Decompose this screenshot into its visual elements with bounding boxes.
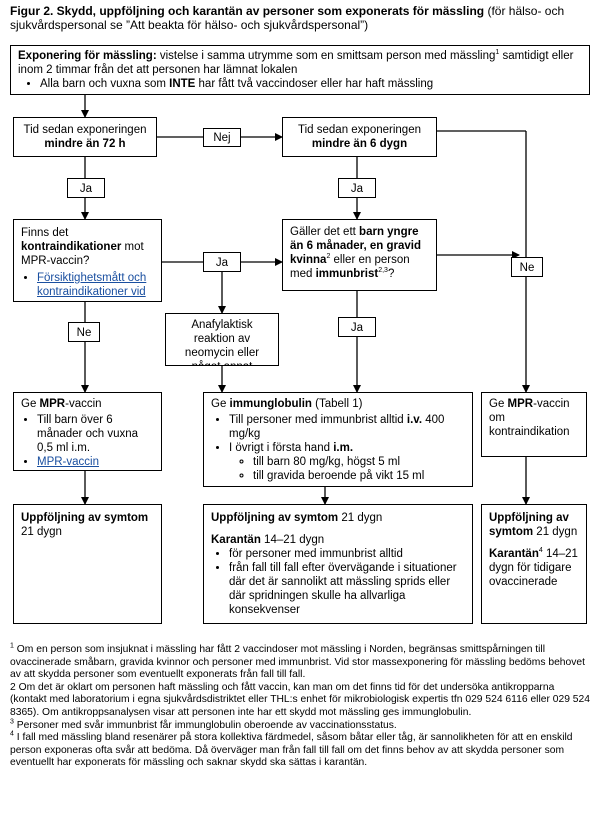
quarantine-right-text: 14–21 dygn för tidigare ovaccinerade [489, 548, 578, 588]
followup-left-title: Uppföljning av symtom [21, 512, 149, 524]
mpr-bullet-dose: Till barn över 6 månader och vuxna 0,5 m… [37, 413, 154, 455]
quarantine-right-ref: 4 [538, 547, 543, 555]
immuno-bullet-im: I övrigt i första hand i.m. till barn 80… [229, 441, 465, 483]
immuno-post: (Tabell 1) [311, 398, 363, 410]
no-label-right: Ne [511, 257, 543, 277]
immuno-list: Till personer med immunbrist alltid i.v.… [211, 413, 465, 483]
footnote-1: 1 Om en person som insjuknat i mässling … [10, 642, 586, 681]
followup-mid-title: Uppföljning av symtom [211, 512, 339, 524]
immuno-bullet-iv: Till personer med immunbrist alltid i.v.… [229, 413, 465, 441]
immuno-sublist: till barn 80 mg/kg, högst 5 ml till grav… [229, 455, 465, 483]
followup-mid-box: Uppföljning av symtom 21 dygn Karantän 1… [203, 504, 473, 624]
figure-title-bold: Figur 2. Skydd, uppföljning och karantän… [10, 4, 485, 18]
followup-right-box: Uppföljning av symtom 21 dygn Karantän4 … [481, 504, 587, 624]
quarantine-mid-bullet-1: för personer med immunbrist alltid [229, 547, 465, 561]
immunoglobulin-box: Ge immunglobulin (Tabell 1) Till persone… [203, 392, 473, 487]
followup-right-duration: 21 dygn [533, 526, 578, 538]
contra-line2: mot MPR-vaccin? [21, 241, 144, 267]
mpr-bold: MPR [39, 398, 66, 410]
figure-title-note: (för hälso- och sjukvårdspersonal se ”At… [10, 4, 565, 32]
yes-label-contra: Ja [203, 252, 241, 272]
yes-label-6d: Ja [338, 178, 376, 198]
mpr-list: Till barn över 6 månader och vuxna 0,5 m… [21, 413, 154, 469]
figure-title: Figur 2. Skydd, uppföljning och karantän… [10, 4, 595, 32]
followup-left-duration: 21 dygn [21, 526, 62, 538]
mpr-right-post: -vaccin om kontraindikation [489, 398, 570, 438]
contraindication-box: Finns det kontraindikationer mot MPR-vac… [13, 219, 162, 302]
quarantine-mid-list: för personer med immunbrist alltid från … [211, 547, 465, 617]
quarantine-right-title: Karantän [489, 548, 539, 560]
risk-group-ref-2: 2 [326, 253, 331, 261]
no-label-72h: Nej [203, 128, 241, 147]
exposure-text1: vistelse i samma utrymme som en smittsam… [156, 50, 496, 62]
risk-group-immunodeficiency: immunbrist [315, 268, 379, 280]
contra-line1: Finns det [21, 227, 69, 239]
yes-label-72h: Ja [67, 178, 105, 198]
risk-group-ref-23: 2,3 [378, 267, 388, 275]
mpr-post: -vaccin [65, 398, 102, 410]
exposure-label: Exponering för mässling: [18, 50, 157, 62]
time-6d-box: Tid sedan exponeringen mindre än 6 dygn [282, 117, 437, 157]
exposure-bullet: Alla barn och vuxna som INTE har fått tv… [40, 77, 582, 91]
footnotes: 1 Om en person som insjuknat i mässling … [10, 642, 592, 770]
risk-group-post: ? [387, 268, 395, 280]
exposure-footnote-ref: 1 [495, 49, 500, 57]
exposure-list: Alla barn och vuxna som INTE har fått tv… [18, 77, 582, 91]
risk-group-pre: Gäller det ett [290, 226, 360, 238]
contraindication-link[interactable]: Försiktighetsmått och kontraindikationer… [37, 272, 147, 298]
yes-label-risk: Ja [338, 317, 376, 337]
time-72h-box: Tid sedan exponeringen mindre än 72 h [13, 117, 157, 157]
no-label-contra: Ne [68, 322, 100, 342]
time-6d-line1: Tid sedan exponeringen [298, 124, 421, 136]
quarantine-mid-duration: 14–21 dygn [260, 534, 325, 546]
contra-bold: kontraindikationer [21, 241, 122, 253]
mpr-pre: Ge [21, 398, 40, 410]
immuno-sub-children: till barn 80 mg/kg, högst 5 ml [253, 455, 465, 469]
quarantine-mid-title: Karantän [211, 534, 261, 546]
time-72h-line2: mindre än 72 h [44, 138, 126, 150]
footnote-3: 3 Personer med svår immunbrist får immun… [10, 718, 397, 731]
immuno-sub-pregnant: till gravida beroende på vikt 15 ml [253, 469, 465, 483]
followup-right-title: Uppföljning av symtom [489, 512, 569, 538]
immuno-pre: Ge [211, 398, 230, 410]
mpr-vaccine-link[interactable]: MPR-vaccin [37, 456, 99, 468]
time-6d-line2: mindre än 6 dygn [311, 138, 408, 150]
risk-group-mid: eller en person med [290, 254, 410, 280]
risk-group-box: Gäller det ett barn yngre än 6 månader, … [282, 219, 437, 291]
exposure-text2: samtidigt eller inom 2 timmar från det a… [18, 50, 574, 76]
mpr-vaccine-box: Ge MPR-vaccin Till barn över 6 månader o… [13, 392, 162, 471]
anaphylaxis-text: Anafylaktisk reaktion av neomycin eller … [184, 319, 260, 365]
footnote-2: 2 Om det är oklart om personen haft mäss… [10, 681, 590, 718]
risk-group-bold: barn yngre än 6 månader, en gravid kvinn… [290, 226, 422, 266]
quarantine-mid-bullet-2: från fall till fall efter övervägande i … [229, 561, 465, 617]
mpr-right-pre: Ge [489, 398, 508, 410]
mpr-right-cut-text: saknas [489, 439, 525, 441]
exposure-box: Exponering för mässling: vistelse i samm… [10, 45, 590, 95]
mpr-right-box: Ge MPR-vaccin om kontraindikation saknas [481, 392, 587, 457]
followup-left-box: Uppföljning av symtom 21 dygn [13, 504, 162, 624]
mpr-right-bold: MPR [507, 398, 534, 410]
followup-mid-duration: 21 dygn [338, 512, 383, 524]
contra-list: Försiktighetsmått och kontraindikationer… [21, 271, 154, 299]
time-72h-line1: Tid sedan exponeringen [23, 124, 147, 136]
anaphylaxis-box: Anafylaktisk reaktion av neomycin eller … [165, 313, 279, 366]
immuno-bold: immunglobulin [229, 398, 312, 410]
footnote-4: 4 I fall med mässling bland resenärer på… [10, 730, 573, 769]
